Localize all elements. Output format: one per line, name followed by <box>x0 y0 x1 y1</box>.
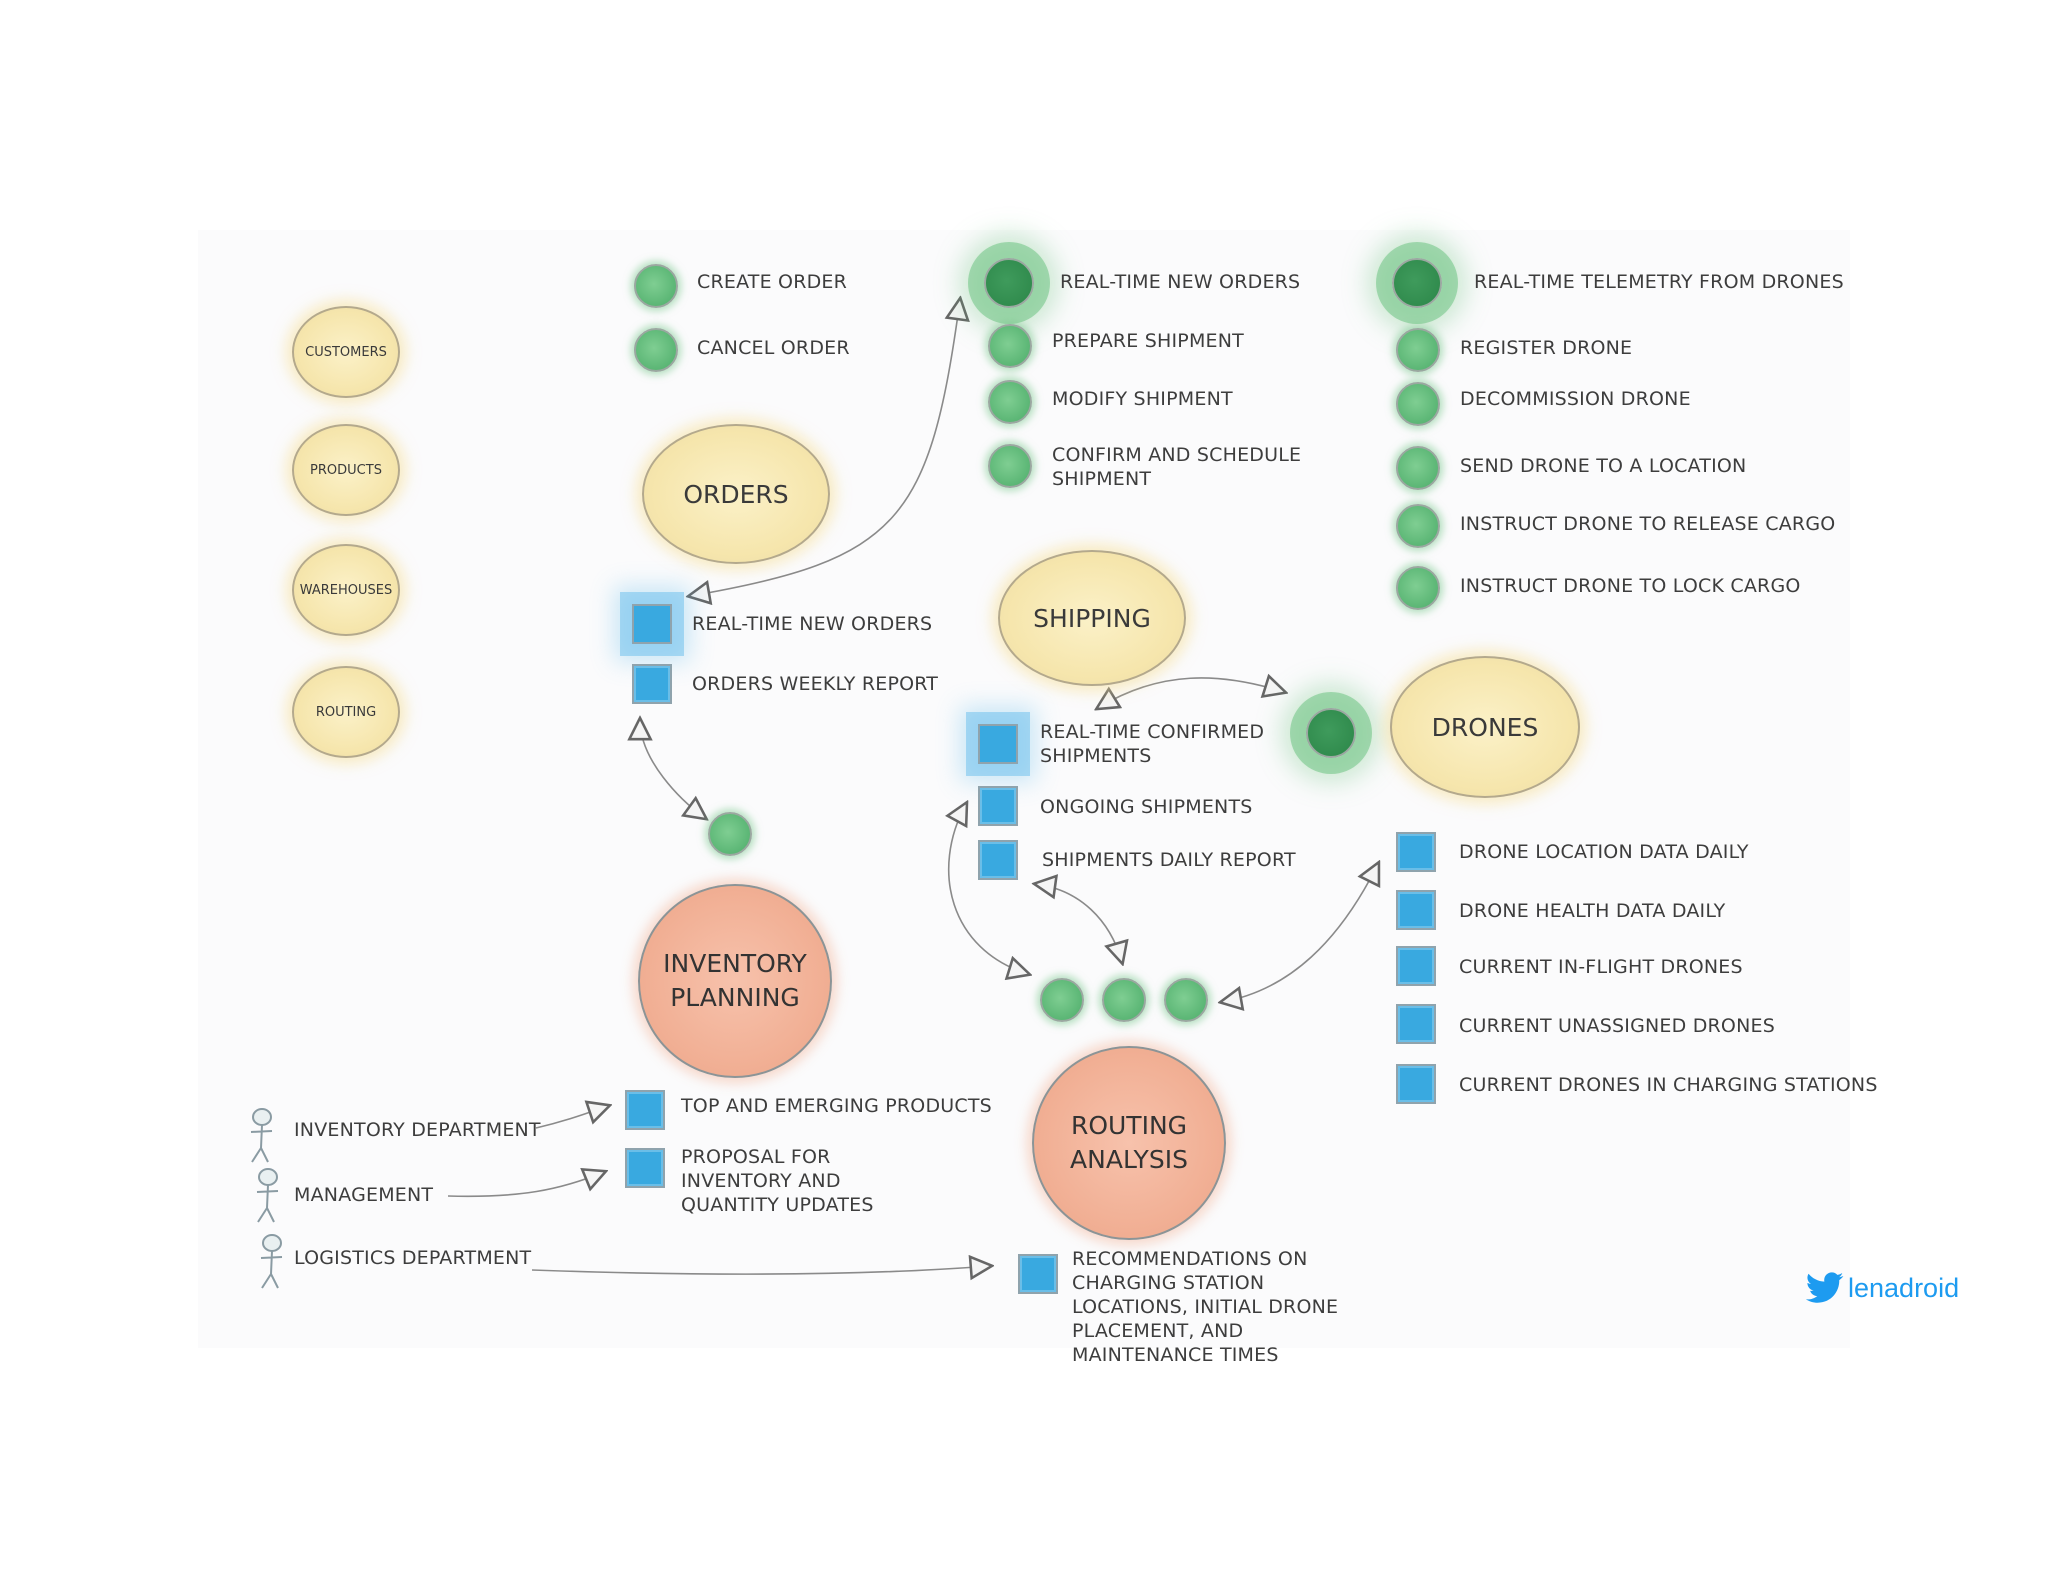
command-decommission-drone <box>1396 382 1440 426</box>
arrow-drones-to-routing <box>1222 864 1378 1002</box>
event-drone-health-daily <box>1396 890 1436 930</box>
label-create-order: CREATE ORDER <box>697 271 848 293</box>
arrow-shipping-to-routing-mid <box>1036 884 1122 962</box>
label-shipping-real-time-new-orders: REAL-TIME NEW ORDERS <box>1060 271 1301 293</box>
core-inventory-planning[interactable]: INVENTORY PLANNING <box>638 884 832 1078</box>
context-orders[interactable]: ORDERS <box>642 424 830 564</box>
context-drones[interactable]: DRONES <box>1390 656 1580 798</box>
command-drones-input <box>1306 708 1356 758</box>
label-real-time-telemetry: REAL-TIME TELEMETRY FROM DRONES <box>1474 271 1844 293</box>
event-top-emerging-products <box>625 1090 665 1130</box>
event-routing-recommendations <box>1018 1254 1058 1294</box>
actor-logistics-department: LOGISTICS DEPARTMENT <box>294 1247 532 1269</box>
label-shipments-daily-report: SHIPMENTS DAILY REPORT <box>1042 849 1296 871</box>
arrow-shipping-to-routing-left <box>949 804 1028 974</box>
label-ongoing-shipments: ONGOING SHIPMENTS <box>1040 796 1253 818</box>
actor-inventory-department: INVENTORY DEPARTMENT <box>294 1119 541 1141</box>
event-orders-weekly-report <box>632 664 672 704</box>
event-drone-location-daily <box>1396 832 1436 872</box>
arrow-logistics <box>531 1266 990 1274</box>
label-cancel-order: CANCEL ORDER <box>697 337 850 359</box>
twitter-handle-text: lenadroid <box>1848 1272 1960 1303</box>
label-inventory-proposal: PROPOSAL FOR INVENTORY AND QUANTITY UPDA… <box>681 1146 874 1216</box>
command-prepare-shipment <box>988 324 1032 368</box>
event-inventory-proposal <box>625 1148 665 1188</box>
event-shipments-daily-report <box>978 840 1018 880</box>
command-confirm-schedule-shipment <box>988 444 1032 488</box>
twitter-bird-icon <box>1806 1272 1844 1303</box>
context-customers[interactable]: CUSTOMERS <box>292 306 400 398</box>
event-ongoing-shipments <box>978 786 1018 826</box>
command-cancel-order <box>634 328 678 372</box>
actor-person-icon <box>250 1108 273 1163</box>
arrow-inventory-dept <box>535 1106 608 1129</box>
actor-person-icon <box>260 1234 283 1289</box>
label-drone-location-daily: DRONE LOCATION DATA DAILY <box>1459 841 1749 863</box>
event-current-charging <box>1396 1064 1436 1104</box>
command-real-time-telemetry <box>1392 258 1442 308</box>
label-top-emerging-products: TOP AND EMERGING PRODUCTS <box>681 1095 992 1117</box>
label-decommission-drone: DECOMMISSION DRONE <box>1460 388 1691 410</box>
context-shipping[interactable]: SHIPPING <box>998 550 1186 686</box>
event-current-in-flight <box>1396 946 1436 986</box>
label-real-time-confirmed-shipments: REAL-TIME CONFIRMED SHIPMENTS <box>1040 721 1265 767</box>
command-lock-cargo <box>1396 566 1440 610</box>
label-current-charging: CURRENT DRONES IN CHARGING STATIONS <box>1459 1074 1878 1096</box>
label-lock-cargo: INSTRUCT DRONE TO LOCK CARGO <box>1460 575 1801 597</box>
command-shipping-real-time-new-orders <box>984 258 1034 308</box>
event-real-time-confirmed-shipments <box>978 724 1018 764</box>
command-release-cargo <box>1396 504 1440 548</box>
command-routing-input-1 <box>1040 978 1084 1022</box>
twitter-handle[interactable]: lenadroid <box>1806 1270 1959 1306</box>
context-warehouses[interactable]: WAREHOUSES <box>292 544 400 636</box>
label-drone-health-daily: DRONE HEALTH DATA DAILY <box>1459 900 1726 922</box>
command-register-drone <box>1396 328 1440 372</box>
actor-management: MANAGEMENT <box>294 1184 434 1206</box>
command-routing-input-3 <box>1164 978 1208 1022</box>
label-prepare-shipment: PREPARE SHIPMENT <box>1052 330 1244 352</box>
label-current-unassigned: CURRENT UNASSIGNED DRONES <box>1459 1015 1775 1037</box>
label-release-cargo: INSTRUCT DRONE TO RELEASE CARGO <box>1460 513 1836 535</box>
arrow-orders-to-shipping <box>690 300 960 596</box>
label-routing-recommendations: RECOMMENDATIONS ON CHARGING STATION LOCA… <box>1072 1248 1339 1366</box>
command-modify-shipment <box>988 380 1032 424</box>
label-confirm-schedule-shipment: CONFIRM AND SCHEDULE SHIPMENT <box>1052 444 1302 490</box>
context-products[interactable]: PRODUCTS <box>292 424 400 516</box>
label-send-drone-location: SEND DRONE TO A LOCATION <box>1460 455 1747 477</box>
arrow-management <box>447 1172 604 1198</box>
label-orders-real-time-new-orders: REAL-TIME NEW ORDERS <box>692 613 933 635</box>
command-send-drone-location <box>1396 446 1440 490</box>
event-orders-real-time-new-orders <box>632 604 672 644</box>
arrow-orders-to-inventory <box>640 720 705 818</box>
event-current-unassigned <box>1396 1004 1436 1044</box>
command-create-order <box>634 264 678 308</box>
label-modify-shipment: MODIFY SHIPMENT <box>1052 388 1233 410</box>
label-current-in-flight: CURRENT IN-FLIGHT DRONES <box>1459 956 1743 978</box>
command-routing-input-2 <box>1102 978 1146 1022</box>
core-routing-analysis[interactable]: ROUTING ANALYSIS <box>1032 1046 1226 1240</box>
actor-person-icon <box>256 1168 279 1223</box>
arrow-shipping-to-drones <box>1098 678 1284 708</box>
context-routing[interactable]: ROUTING <box>292 666 400 758</box>
command-inventory-input <box>708 812 752 856</box>
label-register-drone: REGISTER DRONE <box>1460 337 1633 359</box>
label-orders-weekly-report: ORDERS WEEKLY REPORT <box>692 673 939 695</box>
